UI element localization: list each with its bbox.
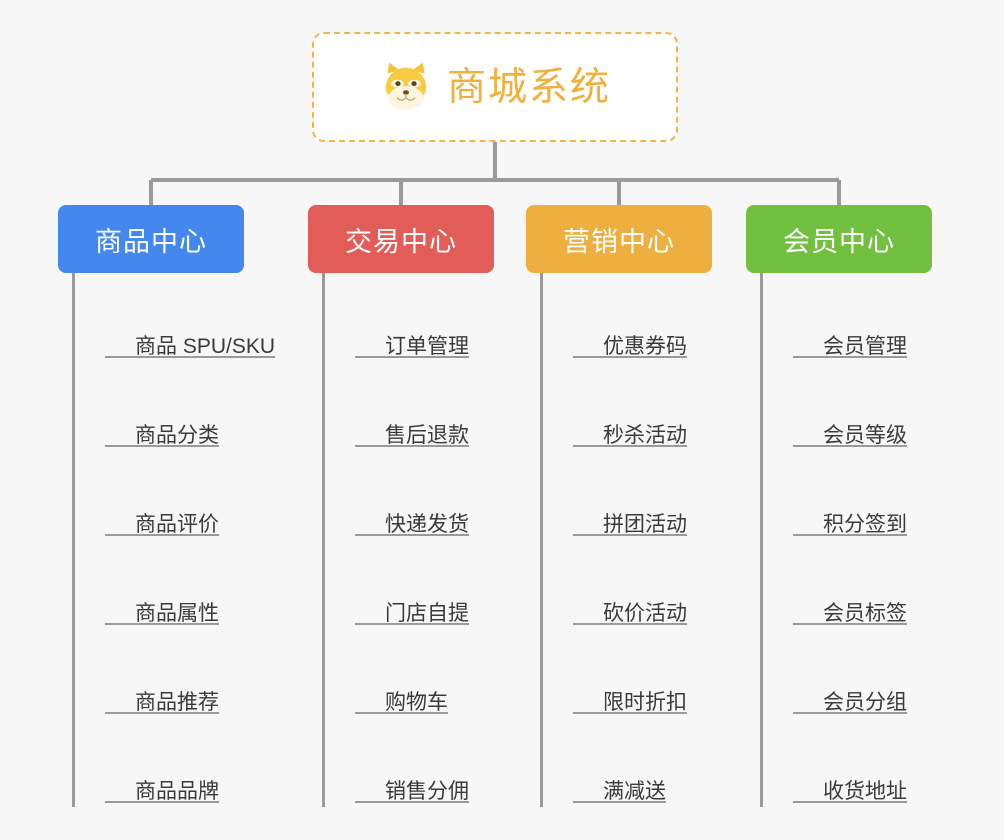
leaf-item[interactable]: 购物车 [325,629,498,718]
leaf-underline [573,801,666,803]
leaf-underline [573,534,687,536]
leaf-underline [793,623,907,625]
leaf-item[interactable]: 会员标签 [763,540,936,629]
leaf-underline [355,534,469,536]
leaf-underline [355,623,469,625]
leaf-label: 商品推荐 [135,690,219,714]
leaf-label: 销售分佣 [385,779,469,803]
branch-trade-center: 交易中心 订单管理 售后退款 快递发货 [308,205,498,807]
branch-columns: 商品中心 商品 SPU/SKU 商品分类 商品评 [0,205,1004,840]
leaf-label: 商品品牌 [135,779,219,803]
leaf-label: 快递发货 [385,512,469,536]
leaf-item[interactable]: 会员等级 [763,362,936,451]
leaf-label: 会员等级 [823,423,907,447]
leaf-label: 收货地址 [823,779,907,803]
leaf-label: 商品属性 [135,601,219,625]
leaf-item[interactable]: 订单管理 [325,273,498,362]
leaf-label: 商品分类 [135,423,219,447]
branch-body-trade-center: 订单管理 售后退款 快递发货 [322,273,498,807]
leaf-underline [105,623,219,625]
branch-head-marketing-center[interactable]: 营销中心 [526,205,712,273]
leaf-underline [573,623,687,625]
leaf-label: 会员管理 [823,334,907,358]
leaf-label: 订单管理 [385,334,469,358]
leaf-item[interactable]: 拼团活动 [543,451,716,540]
branch-product-center: 商品中心 商品 SPU/SKU 商品分类 商品评 [58,205,276,807]
branch-body-product-center: 商品 SPU/SKU 商品分类 商品评价 [72,273,276,807]
leaf-item[interactable]: 商品 SPU/SKU [75,273,276,362]
leaf-item[interactable]: 商品分类 [75,362,248,451]
root-node[interactable]: 商城系统 [312,32,678,142]
branch-marketing-center: 营销中心 优惠券码 秒杀活动 拼团活动 [526,205,716,807]
leaf-underline [105,801,219,803]
leaf-underline [355,356,469,358]
leaf-label: 优惠券码 [603,334,687,358]
leaf-item[interactable]: 会员分组 [763,629,936,718]
leaf-item[interactable]: 限时折扣 [543,629,716,718]
leaf-item[interactable]: 优惠券码 [543,273,716,362]
leaf-item[interactable]: 商品属性 [75,540,248,629]
leaf-underline [355,801,469,803]
leaf-item[interactable]: 售后退款 [325,362,498,451]
branch-body-member-center: 会员管理 会员等级 积分签到 [760,273,936,807]
leaf-underline [793,445,907,447]
leaf-item[interactable]: 商品品牌 [75,718,248,807]
leaf-item[interactable]: 积分签到 [763,451,936,540]
leaf-label: 拼团活动 [603,512,687,536]
branch-head-member-center[interactable]: 会员中心 [746,205,932,273]
leaf-item[interactable]: 会员管理 [763,273,936,362]
leaf-underline [105,356,276,358]
branch-head-trade-center[interactable]: 交易中心 [308,205,494,273]
leaf-item[interactable]: 秒杀活动 [543,362,716,451]
leaf-label: 砍价活动 [603,601,687,625]
leaf-label: 会员标签 [823,601,907,625]
leaf-item[interactable]: 收货地址 [763,718,936,807]
leaf-label: 购物车 [385,690,448,714]
leaf-underline [573,712,687,714]
leaf-underline [105,534,219,536]
branch-head-label: 商品中心 [95,226,207,257]
leaf-underline [355,712,448,714]
branch-head-label: 营销中心 [563,226,675,257]
leaf-underline [355,445,469,447]
leaf-item[interactable]: 商品评价 [75,451,248,540]
leaf-item[interactable]: 门店自提 [325,540,498,629]
leaf-label: 秒杀活动 [603,423,687,447]
branch-head-product-center[interactable]: 商品中心 [58,205,244,273]
leaf-label: 满减送 [603,779,666,803]
leaf-underline [793,712,907,714]
branch-head-label: 会员中心 [783,226,895,257]
leaf-item[interactable]: 快递发货 [325,451,498,540]
leaf-label: 商品 SPU/SKU [135,334,276,358]
leaf-item[interactable]: 砍价活动 [543,540,716,629]
branch-head-label: 交易中心 [345,226,457,257]
leaf-underline [573,356,687,358]
leaf-underline [793,801,907,803]
leaf-item[interactable]: 商品推荐 [75,629,248,718]
branch-member-center: 会员中心 会员管理 会员等级 积分签到 [746,205,936,807]
leaf-underline [105,445,219,447]
leaf-underline [105,712,219,714]
leaf-label: 限时折扣 [603,690,687,714]
leaf-underline [793,356,907,358]
leaf-item[interactable]: 满减送 [543,718,716,807]
leaf-label: 售后退款 [385,423,469,447]
leaf-item[interactable]: 销售分佣 [325,718,498,807]
leaf-label: 积分签到 [823,512,907,536]
root-label: 商城系统 [446,65,611,109]
shiba-dog-face-icon [385,62,427,110]
leaf-label: 商品评价 [135,512,219,536]
leaf-label: 会员分组 [823,690,907,714]
branch-body-marketing-center: 优惠券码 秒杀活动 拼团活动 [540,273,716,807]
leaf-label: 门店自提 [385,601,469,625]
leaf-underline [573,445,687,447]
leaf-underline [793,534,907,536]
